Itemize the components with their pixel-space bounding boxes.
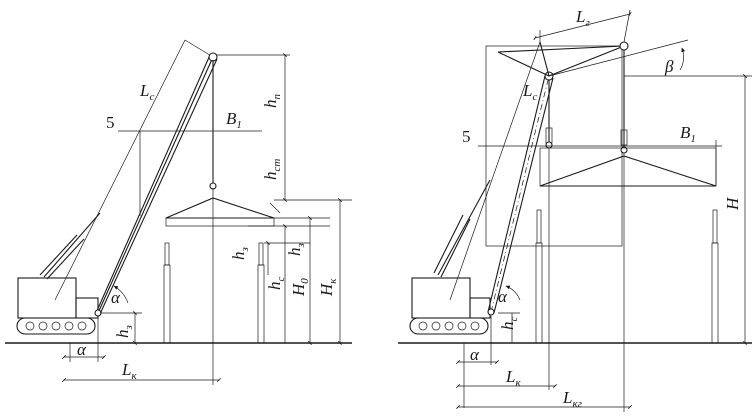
left-label-alpha-offset: α xyxy=(77,340,87,359)
right-diagram: Lг β Lc 5 B1 H hc α α Lк Lкг xyxy=(398,7,752,412)
right-labels: Lг β Lc 5 B1 H hc α α Lк Lкг xyxy=(462,7,742,410)
right-crane-body xyxy=(409,179,491,335)
right-label-Lc: Lc xyxy=(522,81,537,103)
left-label-hst: hст xyxy=(261,159,283,180)
left-label-H0: H0 xyxy=(289,278,311,297)
right-boom xyxy=(449,41,554,316)
left-label-hp: hп xyxy=(261,94,283,109)
right-jib-frame xyxy=(485,39,689,247)
left-label-B1: B1 xyxy=(226,109,242,131)
left-label-hc: hc xyxy=(265,277,287,291)
right-jib-hook-block xyxy=(620,129,628,146)
right-label-H: H xyxy=(723,196,742,211)
left-label-5: 5 xyxy=(106,113,115,132)
right-label-alpha-angle: α xyxy=(498,287,508,306)
right-label-beta: β xyxy=(664,57,674,76)
right-label-B1: B1 xyxy=(680,123,696,145)
left-labels: Lc 5 B1 hп hст hз hз hc H0 Hк hз α α Lк xyxy=(77,81,339,382)
left-boom xyxy=(54,39,218,317)
left-label-Lc: Lc xyxy=(139,81,154,103)
left-diagram: Lc 5 B1 hп hст hз hз hc H0 Hк hз α α Lк xyxy=(5,39,352,385)
right-label-5: 5 xyxy=(462,127,471,146)
right-load xyxy=(539,147,717,187)
left-dimensions xyxy=(62,53,352,385)
left-label-Lk: Lк xyxy=(121,360,137,382)
right-label-hc: hc xyxy=(498,317,520,331)
right-dimensions xyxy=(456,9,752,412)
right-label-alpha-offset: α xyxy=(470,345,480,364)
left-crane-body xyxy=(16,212,101,335)
left-load xyxy=(165,197,275,227)
right-label-Lk: Lк xyxy=(505,367,521,389)
left-label-Hk: Hк xyxy=(317,278,339,297)
right-main-hook xyxy=(545,141,553,149)
left-label-h3-a: hз xyxy=(229,247,251,260)
left-columns xyxy=(163,242,265,344)
left-label-h3-b: hз xyxy=(285,243,307,256)
right-label-Lg: Lг xyxy=(575,7,590,29)
left-label-h3-hinge: hз xyxy=(113,325,135,338)
right-columns xyxy=(535,209,719,344)
left-label-alpha-angle: α xyxy=(111,288,121,307)
right-label-Lkg: Lкг xyxy=(562,388,583,410)
